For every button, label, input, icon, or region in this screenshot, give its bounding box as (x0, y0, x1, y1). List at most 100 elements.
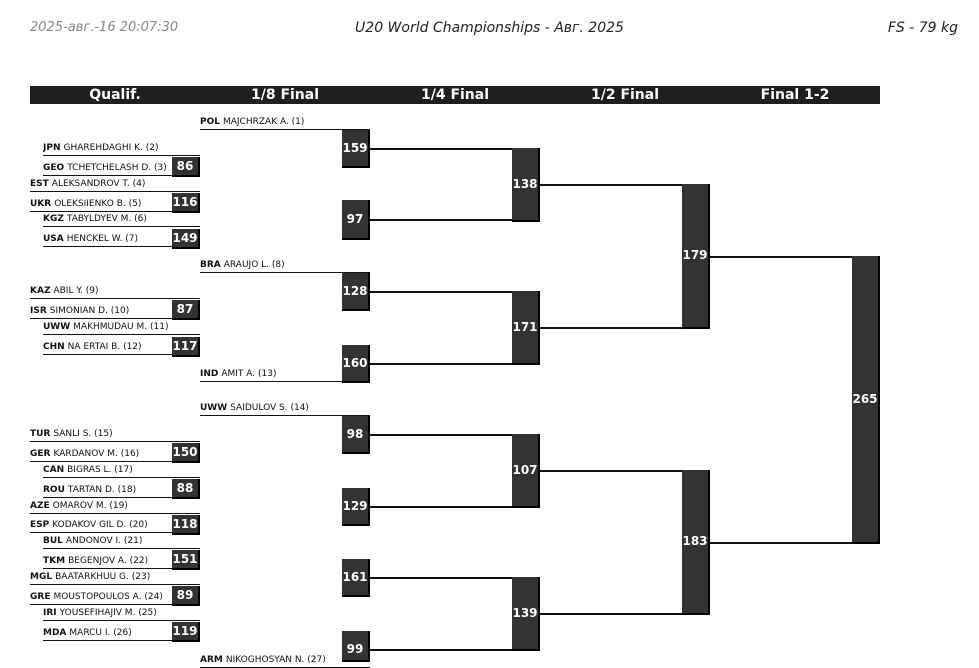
round-final: Final 1-2 (760, 87, 830, 103)
connector-line (370, 291, 512, 293)
nation-code: GER (30, 449, 51, 459)
wrestler-name: BEGENJOV A. (22) (68, 556, 149, 566)
bout-number: 138 (512, 148, 540, 222)
nation-code: ISR (30, 306, 47, 316)
round-eighth-final: 1/8 Final (250, 87, 320, 103)
bout-number: 149 (172, 229, 200, 249)
wrestler-name: TABYLDYEV M. (6) (66, 214, 147, 224)
bout-number: 129 (342, 488, 370, 526)
nation-code: POL (200, 117, 220, 127)
nation-code: UWW (200, 403, 228, 413)
nation-code: BUL (43, 536, 63, 546)
bout-number: 99 (342, 631, 370, 662)
bout-number: 128 (342, 273, 370, 311)
nation-code: TKM (43, 556, 66, 566)
bout-number: 265 (852, 256, 880, 544)
connector-line (370, 506, 512, 508)
wrestler-name: TARTAN D. (18) (67, 485, 137, 495)
bout-number: 179 (682, 184, 710, 329)
connector-line (370, 434, 512, 436)
wrestler-name: NIKOGHOSYAN N. (27) (225, 655, 326, 665)
wrestler-name: BAATARKHUU G. (23) (55, 572, 151, 582)
report-datetime: 2025-авг.-16 20:07:30 (30, 20, 179, 35)
nation-code: GRE (30, 592, 51, 602)
bout-number: 150 (172, 443, 200, 463)
connector-line (370, 148, 512, 150)
bout-number: 89 (172, 586, 200, 606)
wrestler-name: SIMONIAN D. (10) (49, 306, 130, 316)
event-title: U20 World Championships - Авг. 2025 (355, 20, 624, 36)
nation-code: ARM (200, 655, 223, 665)
connector-line (370, 577, 512, 579)
nation-code: TUR (30, 429, 51, 439)
wrestler-name: BIGRAS L. (17) (67, 465, 133, 475)
bout-number: 117 (172, 337, 200, 357)
wrestler-name: KODAKOV GIL D. (20) (52, 520, 148, 530)
connector-line (370, 219, 512, 221)
nation-code: JPN (43, 143, 61, 153)
wrestler-name: ABIL Y. (9) (53, 286, 99, 296)
weight-category: FS - 79 kg (887, 20, 958, 36)
nation-code: AZE (30, 501, 50, 511)
wrestler-name: MAKHMUDAU M. (11) (73, 322, 169, 332)
nation-code: ESP (30, 520, 50, 530)
connector-line (540, 327, 682, 329)
bout-number: 119 (172, 622, 200, 642)
nation-code: ROU (43, 485, 65, 495)
connector-line (710, 542, 852, 544)
bout-number: 159 (342, 130, 370, 168)
wrestler-name: AMIT A. (13) (221, 369, 277, 379)
wrestler-name: YOUSEFIHAJIV M. (25) (59, 608, 157, 618)
bout-number: 116 (172, 193, 200, 213)
wrestler-name: ARAUJO L. (8) (223, 260, 285, 270)
wrestler-name: NA ERTAI B. (12) (67, 342, 142, 352)
nation-code: GEO (43, 163, 65, 173)
wrestler-name: HENCKEL W. (7) (66, 234, 139, 244)
connector-line (540, 613, 682, 615)
wrestler-name: OLEKSIIENKO B. (5) (54, 199, 142, 209)
wrestler-name: GHAREHDAGHI K. (2) (63, 143, 159, 153)
round-quarter-final: 1/4 Final (420, 87, 490, 103)
wrestler-name: SAIDULOV S. (14) (230, 403, 309, 413)
bout-number: 86 (172, 157, 200, 177)
bout-number: 160 (342, 345, 370, 383)
bout-number: 107 (512, 434, 540, 508)
nation-code: IND (200, 369, 219, 379)
nation-code: EST (30, 179, 49, 189)
connector-line (370, 363, 512, 365)
bout-number: 161 (342, 559, 370, 597)
bout-number: 151 (172, 550, 200, 570)
bout-number: 183 (682, 470, 710, 615)
wrestler-name: ANDONOV I. (21) (65, 536, 143, 546)
bout-number: 171 (512, 291, 540, 365)
connector-line (540, 470, 682, 472)
wrestler-name: ALEKSANDROV T. (4) (51, 179, 146, 189)
connector-line (370, 649, 512, 651)
nation-code: UKR (30, 199, 52, 209)
nation-code: CAN (43, 465, 65, 475)
connector-line (540, 184, 682, 186)
nation-code: CHN (43, 342, 65, 352)
bout-number: 88 (172, 479, 200, 499)
